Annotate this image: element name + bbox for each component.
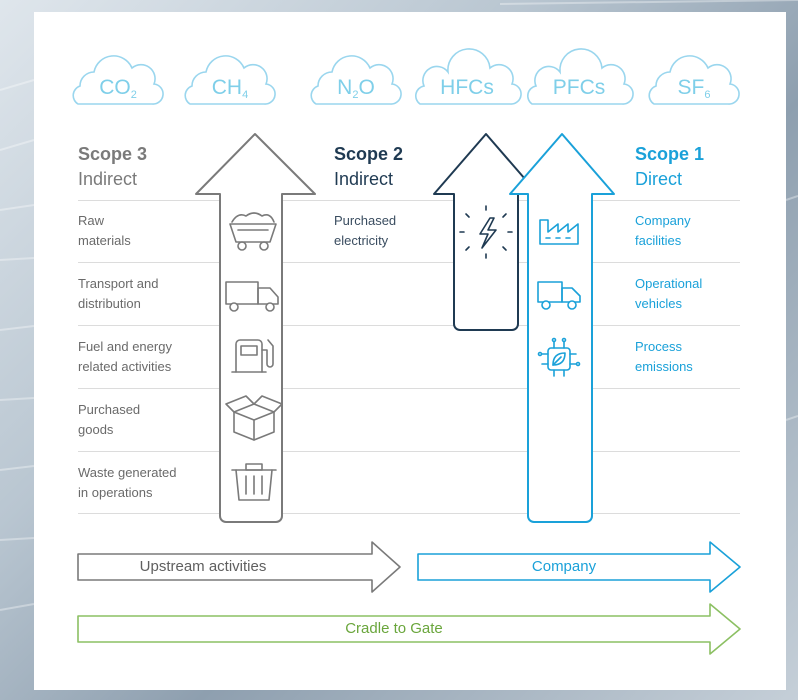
- row-divider: [78, 325, 740, 326]
- row-divider: [78, 388, 740, 389]
- cloud-pfcs-icon: [527, 48, 634, 105]
- scope3-item-waste: Waste generated in operations: [78, 465, 177, 500]
- gas-pfcs: PFCs: [552, 76, 606, 99]
- scope2-item-electricity: Purchased electricity: [334, 213, 397, 248]
- cradle-to-gate-arrow: [77, 603, 741, 655]
- company-label: Company: [531, 558, 597, 575]
- truck-icon: [225, 281, 279, 312]
- scope3-item-raw-materials: Raw materials: [78, 213, 131, 248]
- electricity-icon: [459, 205, 513, 259]
- cloud-hfcs-icon: [415, 48, 522, 105]
- van-icon: [537, 281, 581, 310]
- mine-cart-icon: [229, 212, 277, 251]
- row-divider: [78, 513, 740, 514]
- scope2-subtitle: Indirect: [334, 169, 394, 189]
- factory-icon: [539, 219, 579, 245]
- scope-arrows: [77, 133, 741, 655]
- scope1-subtitle: Direct: [635, 169, 683, 189]
- box-icon: [225, 395, 283, 441]
- scope3-title: Scope 3: [78, 144, 148, 164]
- scope3-subtitle: Indirect: [78, 169, 138, 189]
- gas-clouds: [72, 48, 740, 105]
- scope3-item-transport: Transport and distribution: [78, 276, 159, 311]
- scope1-item-facilities: Company facilities: [635, 213, 691, 248]
- row-divider: [78, 451, 740, 452]
- row-divider: [78, 200, 740, 201]
- gas-n2o: N2O: [337, 76, 375, 101]
- gas-co2: CO2: [99, 76, 137, 101]
- gas-hfcs: HFCs: [440, 76, 494, 99]
- scope1-item-vehicles: Operational vehicles: [635, 276, 703, 311]
- scope1-title: Scope 1: [635, 144, 705, 164]
- leaf-circuit-icon: [537, 337, 581, 377]
- upstream-label: Upstream activities: [139, 558, 267, 575]
- fuel-pump-icon: [231, 339, 274, 373]
- cloud-n2o-icon: [310, 55, 402, 105]
- scope3-item-fuel-energy: Fuel and energy related activities: [78, 339, 172, 374]
- company-arrow: [417, 541, 741, 593]
- gas-sf6: SF6: [677, 76, 711, 101]
- cradle-to-gate-label: Cradle to Gate: [345, 620, 443, 637]
- scope3-arrow: [195, 133, 316, 523]
- cloud-sf6-icon: [648, 55, 740, 105]
- scope2-title: Scope 2: [334, 144, 404, 164]
- upstream-arrow: [77, 541, 401, 593]
- scope1-item-process: Process emissions: [635, 339, 693, 374]
- row-divider: [78, 262, 740, 263]
- cloud-ch4-icon: [184, 55, 276, 105]
- diagram-card: CO2 CH4 N2O HFCs PFCs SF6 Scope 3 Indire…: [34, 12, 786, 690]
- scope1-arrow: [509, 133, 615, 523]
- trash-can-icon: [231, 463, 277, 501]
- scope3-item-purchased-goods: Purchased goods: [78, 402, 141, 437]
- cloud-co2-icon: [72, 55, 164, 105]
- gas-ch4: CH4: [211, 76, 249, 101]
- scope2-arrow: [433, 133, 539, 331]
